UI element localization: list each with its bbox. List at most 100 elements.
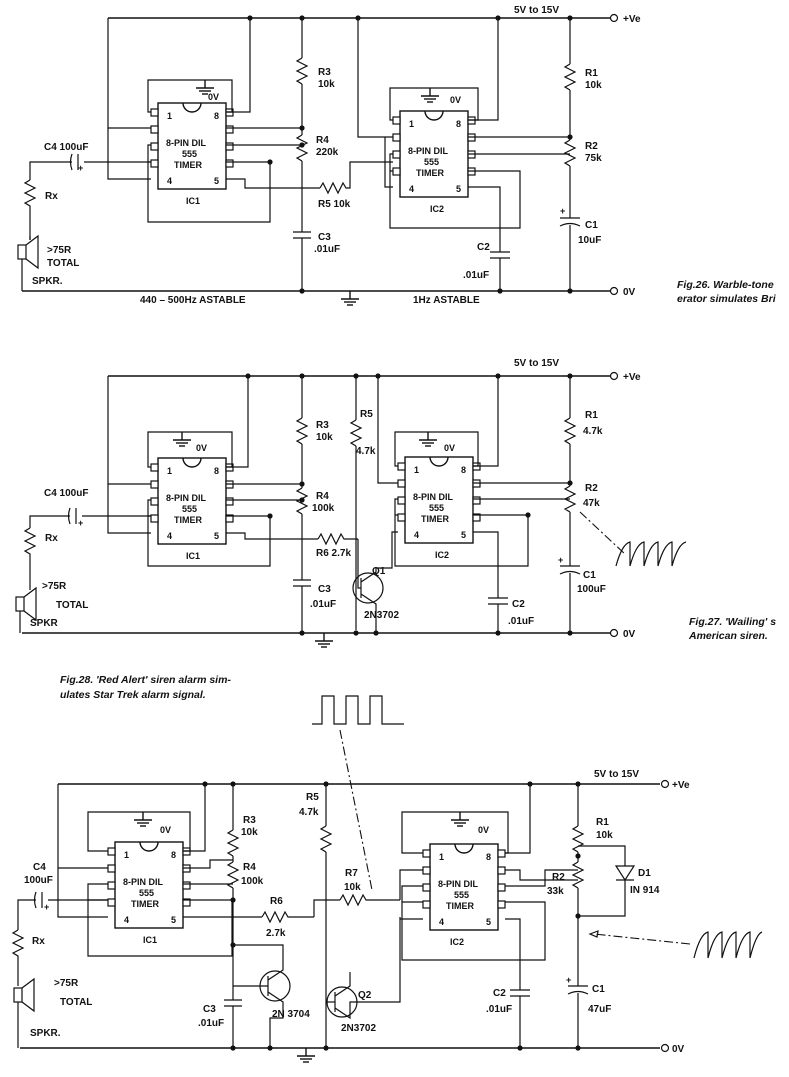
- fig27-positive-terminal[interactable]: [609, 371, 619, 381]
- fig28-ic2-line2: 555: [454, 890, 469, 900]
- fig27-ic1-pin1: 1: [167, 466, 172, 476]
- fig28-r5-value: 4.7k: [299, 807, 319, 818]
- fig28-q2-label: Q2: [358, 990, 372, 1001]
- fig28-ic2-gnd-label: 0V: [478, 825, 489, 835]
- fig26-positive-label: +Ve: [623, 14, 641, 25]
- fig27-ic1-pin4: 4: [167, 531, 172, 541]
- fig27-r1-value: 4.7k: [583, 426, 603, 437]
- fig26-c1-plus: +: [560, 206, 565, 216]
- fig27-ground-terminal[interactable]: [609, 628, 619, 638]
- fig27-positive-label: +Ve: [623, 372, 641, 383]
- fig27-caption-line1: Fig.27. 'Wailing' s: [689, 616, 776, 628]
- fig28-c4-plus: +: [44, 902, 49, 912]
- fig26-ic1-line2: 555: [182, 149, 197, 159]
- fig26-c1-label: C1: [585, 220, 598, 231]
- fig28-ic1-line2: 555: [139, 888, 154, 898]
- fig28-positive-label: +Ve: [672, 780, 690, 791]
- fig26-astable-left: 440 – 500Hz ASTABLE: [140, 295, 246, 306]
- fig27-ground-icon: [314, 632, 334, 648]
- fig28-r7-value: 10k: [344, 882, 361, 893]
- fig26-spk-label: SPKR.: [32, 276, 63, 287]
- fig26-ic2-label: IC2: [430, 204, 444, 214]
- fig27-ic1-line3: TIMER: [174, 515, 202, 525]
- fig27-q1-transistor: [352, 572, 384, 604]
- fig28-c1-plus: +: [566, 975, 571, 985]
- fig26-ic2-line1: 8-PIN DIL: [408, 146, 449, 156]
- fig27-spk-total: TOTAL: [56, 600, 88, 611]
- fig26-r3-value: 10k: [318, 79, 335, 90]
- fig27-r3-value: 10k: [316, 432, 333, 443]
- fig27-ic2-pin4: 4: [414, 530, 419, 540]
- fig26-caption-line2: erator simulates Bri: [677, 293, 777, 305]
- fig28-ground-terminal[interactable]: [660, 1043, 670, 1053]
- fig28-ic1-pin8: 8: [171, 850, 176, 860]
- fig26-ic1-line1: 8-PIN DIL: [166, 138, 207, 148]
- fig27-rx-label: Rx: [45, 533, 58, 544]
- fig26-c3-label: C3: [318, 232, 331, 243]
- fig26-positive-terminal[interactable]: [609, 13, 619, 23]
- fig26-ic2-line2: 555: [424, 157, 439, 167]
- fig26-ground-terminal[interactable]: [609, 286, 619, 296]
- fig27-c1-label: C1: [583, 570, 596, 581]
- fig26-r3-label: R3: [318, 67, 331, 78]
- fig26-spk-total: TOTAL: [47, 258, 79, 269]
- fig26-c3-value: .01uF: [314, 244, 340, 255]
- fig26-spk-ohms: >75R: [47, 245, 72, 256]
- fig28-ic2-label: IC2: [450, 937, 464, 947]
- fig27-ic2-line2: 555: [429, 503, 444, 513]
- fig27-caption-line2: American siren.: [688, 630, 768, 642]
- fig26-supply-label: 5V to 15V: [514, 5, 559, 16]
- fig28-r3-label: R3: [243, 815, 256, 826]
- fig26-ic1-line3: TIMER: [174, 160, 202, 170]
- fig28-ground-icon: [296, 1047, 316, 1063]
- fig27-spk-label: SPKR: [30, 618, 59, 629]
- fig27-r1-label: R1: [585, 410, 598, 421]
- fig27-ic1-gnd-label: 0V: [196, 443, 207, 453]
- fig26-ic2-gnd-label: 0V: [450, 95, 461, 105]
- fig27-r3-label: R3: [316, 420, 329, 431]
- fig28-c1-value: 47uF: [588, 1004, 611, 1015]
- fig28-c2-value: .01uF: [486, 1004, 512, 1015]
- fig28-r4-label: R4: [243, 862, 256, 873]
- fig26-r1-value: 10k: [585, 80, 602, 91]
- fig27-ic1-ground-icon: [172, 431, 192, 447]
- fig26-ic2-pin1: 1: [409, 119, 414, 129]
- fig28-ic1-pin5: 5: [171, 915, 176, 925]
- fig28-square-wave: [312, 695, 404, 725]
- fig28-positive-terminal[interactable]: [660, 779, 670, 789]
- fig27-ground-label: 0V: [623, 629, 636, 640]
- fig26-rx-label: Rx: [45, 191, 58, 202]
- fig27-ic1-line1: 8-PIN DIL: [166, 493, 207, 503]
- fig28-speaker-icon: [13, 977, 35, 1013]
- fig26-ic1-pin4: 4: [167, 176, 172, 186]
- fig28-ic2-pin1: 1: [439, 852, 444, 862]
- fig27-r4-label: R4: [316, 491, 329, 502]
- fig27-c2-value: .01uF: [508, 616, 534, 627]
- fig26-ic2-ground-icon: [420, 87, 440, 103]
- fig28-c3-value: .01uF: [198, 1018, 224, 1029]
- fig27-r4-value: 100k: [312, 503, 335, 514]
- fig27-ic2-gnd-label: 0V: [444, 443, 455, 453]
- fig28-r7-label: R7: [345, 868, 358, 879]
- fig27-q1-value: 2N3702: [364, 610, 399, 621]
- fig27-ic1-line2: 555: [182, 504, 197, 514]
- fig28-r2-value: 33k: [547, 886, 564, 897]
- fig28-r1-label: R1: [596, 817, 609, 828]
- fig27-ic1-pin8: 8: [214, 466, 219, 476]
- fig27-r2-value: 47k: [583, 498, 600, 509]
- fig26-speaker-icon: [17, 234, 39, 270]
- fig28-ic1-pin4: 4: [124, 915, 129, 925]
- fig26-r5-label: R5 10k: [318, 199, 351, 210]
- fig28-caption-line2: ulates Star Trek alarm signal.: [60, 689, 206, 701]
- fig26-c4-plus: +: [78, 163, 83, 173]
- fig28-c3-label: C3: [203, 1004, 216, 1015]
- fig27-ic2-line3: TIMER: [421, 514, 449, 524]
- fig27-ic1-pin5: 5: [214, 531, 219, 541]
- fig28-ic2-pin5: 5: [486, 917, 491, 927]
- fig28-ic2-line1: 8-PIN DIL: [438, 879, 479, 889]
- fig28-d1-value: IN 914: [630, 885, 660, 896]
- fig28-c1-label: C1: [592, 984, 605, 995]
- fig26-ic2-pin4: 4: [409, 184, 414, 194]
- fig26-ic1-label: IC1: [186, 196, 200, 206]
- fig26-c4-label: C4 100uF: [44, 142, 88, 153]
